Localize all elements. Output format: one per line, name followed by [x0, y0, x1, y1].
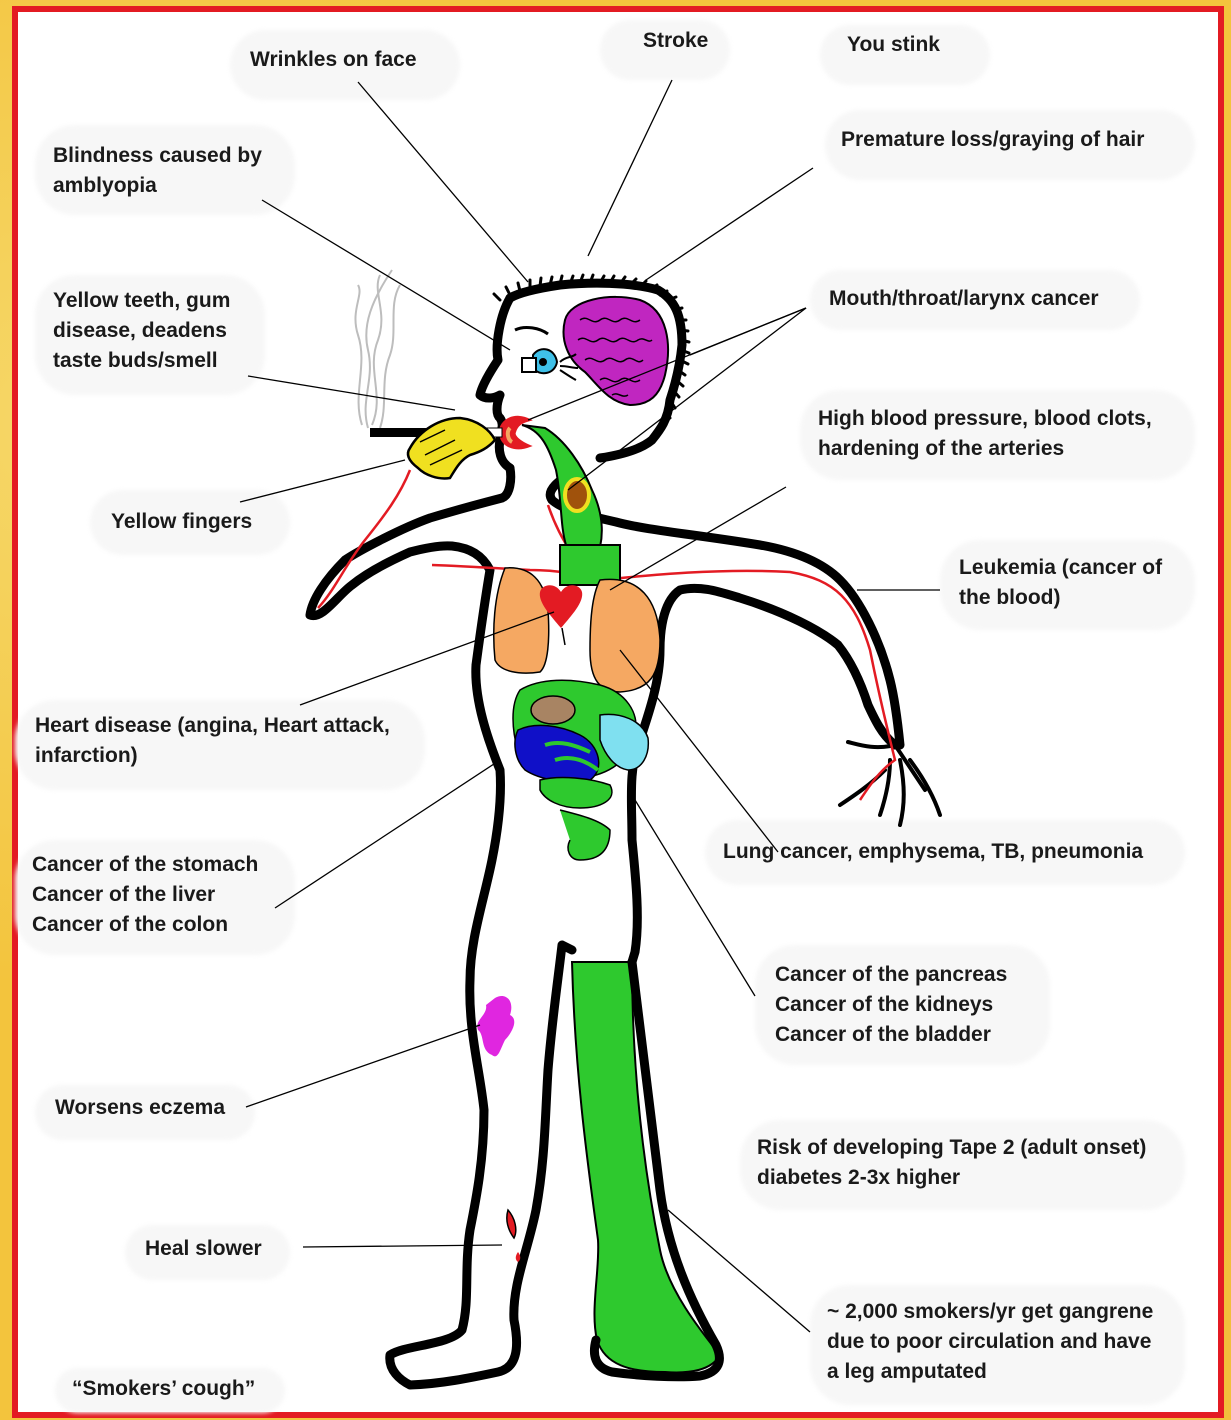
eczema-patch [477, 996, 514, 1056]
right-lung [590, 579, 660, 692]
label-line: Cancer of the stomach [32, 850, 258, 880]
label-line: Heart disease (angina, Heart attack, [35, 711, 390, 741]
label-line: ~ 2,000 smokers/yr get gangrene [827, 1297, 1153, 1327]
label-mouth-cancer: Mouth/throat/larynx cancer [829, 284, 1099, 314]
label-line: Leukemia (cancer of [959, 553, 1162, 583]
label-lung: Lung cancer, emphysema, TB, pneumonia [723, 837, 1143, 867]
smoke-icon [355, 270, 400, 428]
label-hair: Premature loss/graying of hair [841, 125, 1144, 155]
label-cough: “Smokers’ cough” [72, 1374, 255, 1404]
label-line: due to poor circulation and have [827, 1327, 1153, 1357]
label-line: Risk of developing Tape 2 (adult onset) [757, 1133, 1146, 1163]
label-line: diabetes 2-3x higher [757, 1163, 1146, 1193]
label-line: High blood pressure, blood clots, [818, 404, 1152, 434]
label-leukemia: Leukemia (cancer of the blood) [959, 553, 1162, 613]
label-line: a leg amputated [827, 1357, 1153, 1387]
label-line: Cancer of the pancreas [775, 960, 1007, 990]
label-fingers: Yellow fingers [111, 507, 252, 537]
left-lung [494, 568, 549, 673]
wound-icon [507, 1210, 516, 1238]
brain-icon [564, 297, 668, 405]
label-pancreas: Cancer of the pancreas Cancer of the kid… [775, 960, 1007, 1050]
label-stink: You stink [847, 30, 940, 60]
yellow-fingers-icon [408, 418, 495, 478]
label-wrinkles: Wrinkles on face [250, 45, 417, 75]
label-blood-pressure: High blood pressure, blood clots, harden… [818, 404, 1152, 464]
heart-line [562, 628, 565, 645]
mouth-icon [500, 417, 530, 449]
label-line: Cancer of the colon [32, 910, 258, 940]
label-eczema: Worsens eczema [55, 1093, 225, 1123]
label-line: amblyopia [53, 171, 262, 201]
label-line: the blood) [959, 583, 1162, 613]
label-line: Cancer of the liver [32, 880, 258, 910]
label-line: Blindness caused by [53, 141, 262, 171]
label-gangrene: ~ 2,000 smokers/yr get gangrene due to p… [827, 1297, 1153, 1387]
label-line: disease, deadens [53, 316, 230, 346]
label-stroke: Stroke [643, 26, 708, 56]
label-blindness: Blindness caused by amblyopia [53, 141, 262, 201]
label-diabetes: Risk of developing Tape 2 (adult onset) … [757, 1133, 1146, 1193]
label-heal: Heal slower [145, 1234, 262, 1264]
label-line: Cancer of the bladder [775, 1020, 1007, 1050]
label-teeth: Yellow teeth, gum disease, deadens taste… [53, 286, 230, 376]
label-line: Cancer of the kidneys [775, 990, 1007, 1020]
hand-icon [840, 742, 940, 825]
label-heart: Heart disease (angina, Heart attack, inf… [35, 711, 390, 771]
label-line: infarction) [35, 741, 390, 771]
label-stomach: Cancer of the stomach Cancer of the live… [32, 850, 258, 940]
label-line: Yellow teeth, gum [53, 286, 230, 316]
label-line: taste buds/smell [53, 346, 230, 376]
label-line: hardening of the arteries [818, 434, 1152, 464]
